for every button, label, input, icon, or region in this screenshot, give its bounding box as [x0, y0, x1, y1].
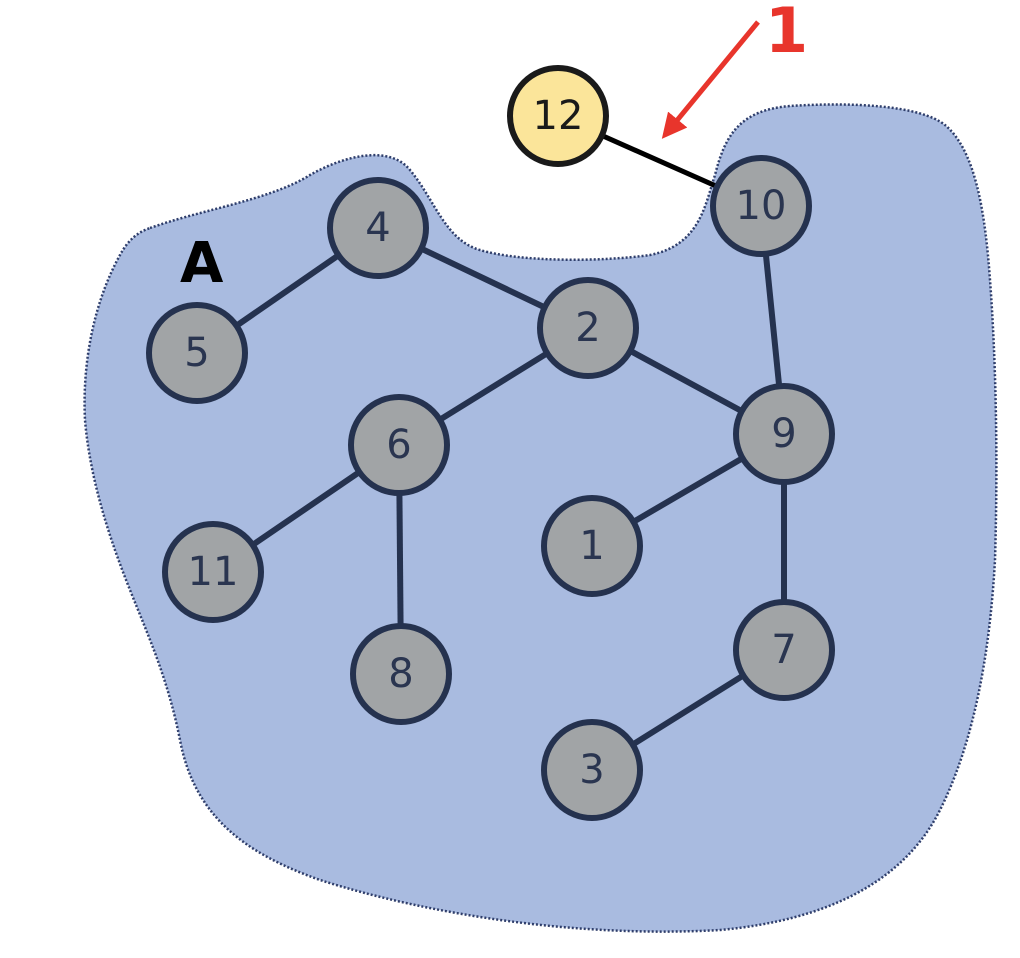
- node-5: 5: [146, 302, 248, 404]
- node-5-circle: [146, 302, 248, 404]
- region-label: A: [180, 231, 224, 296]
- node-12: 12: [507, 65, 609, 167]
- node-7-label: 7: [771, 627, 796, 673]
- node-5-label: 5: [184, 330, 209, 376]
- node-6-label: 6: [386, 422, 411, 468]
- node-1-circle: [541, 495, 643, 597]
- node-7-circle: [733, 599, 835, 701]
- node-11-circle: [162, 521, 264, 623]
- node-3-circle: [541, 719, 643, 821]
- node-11: 11: [162, 521, 264, 623]
- node-4: 4: [327, 177, 429, 279]
- node-6: 6: [348, 394, 450, 496]
- node-3: 3: [541, 719, 643, 821]
- callout-label: 1: [765, 0, 808, 67]
- callout-arrow: [661, 20, 760, 139]
- node-8-label: 8: [388, 651, 413, 697]
- node-8-circle: [350, 623, 452, 725]
- node-4-circle: [327, 177, 429, 279]
- node-12-label: 12: [533, 93, 584, 139]
- node-6-circle: [348, 394, 450, 496]
- node-1-label: 1: [579, 523, 604, 569]
- node-1: 1: [541, 495, 643, 597]
- node-9: 9: [733, 383, 835, 485]
- node-10-label: 10: [736, 183, 787, 229]
- node-7: 7: [733, 599, 835, 701]
- node-3-label: 3: [579, 747, 604, 793]
- node-9-label: 9: [771, 411, 796, 457]
- node-2-label: 2: [575, 305, 600, 351]
- region-a-shape: [83, 103, 998, 933]
- node-11-label: 11: [188, 549, 239, 595]
- node-12-circle: [507, 65, 609, 167]
- node-4-label: 4: [365, 205, 390, 251]
- node-2-circle: [537, 277, 639, 379]
- node-2: 2: [537, 277, 639, 379]
- node-8: 8: [350, 623, 452, 725]
- node-9-circle: [733, 383, 835, 485]
- node-10: 10: [710, 155, 812, 257]
- node-10-circle: [710, 155, 812, 257]
